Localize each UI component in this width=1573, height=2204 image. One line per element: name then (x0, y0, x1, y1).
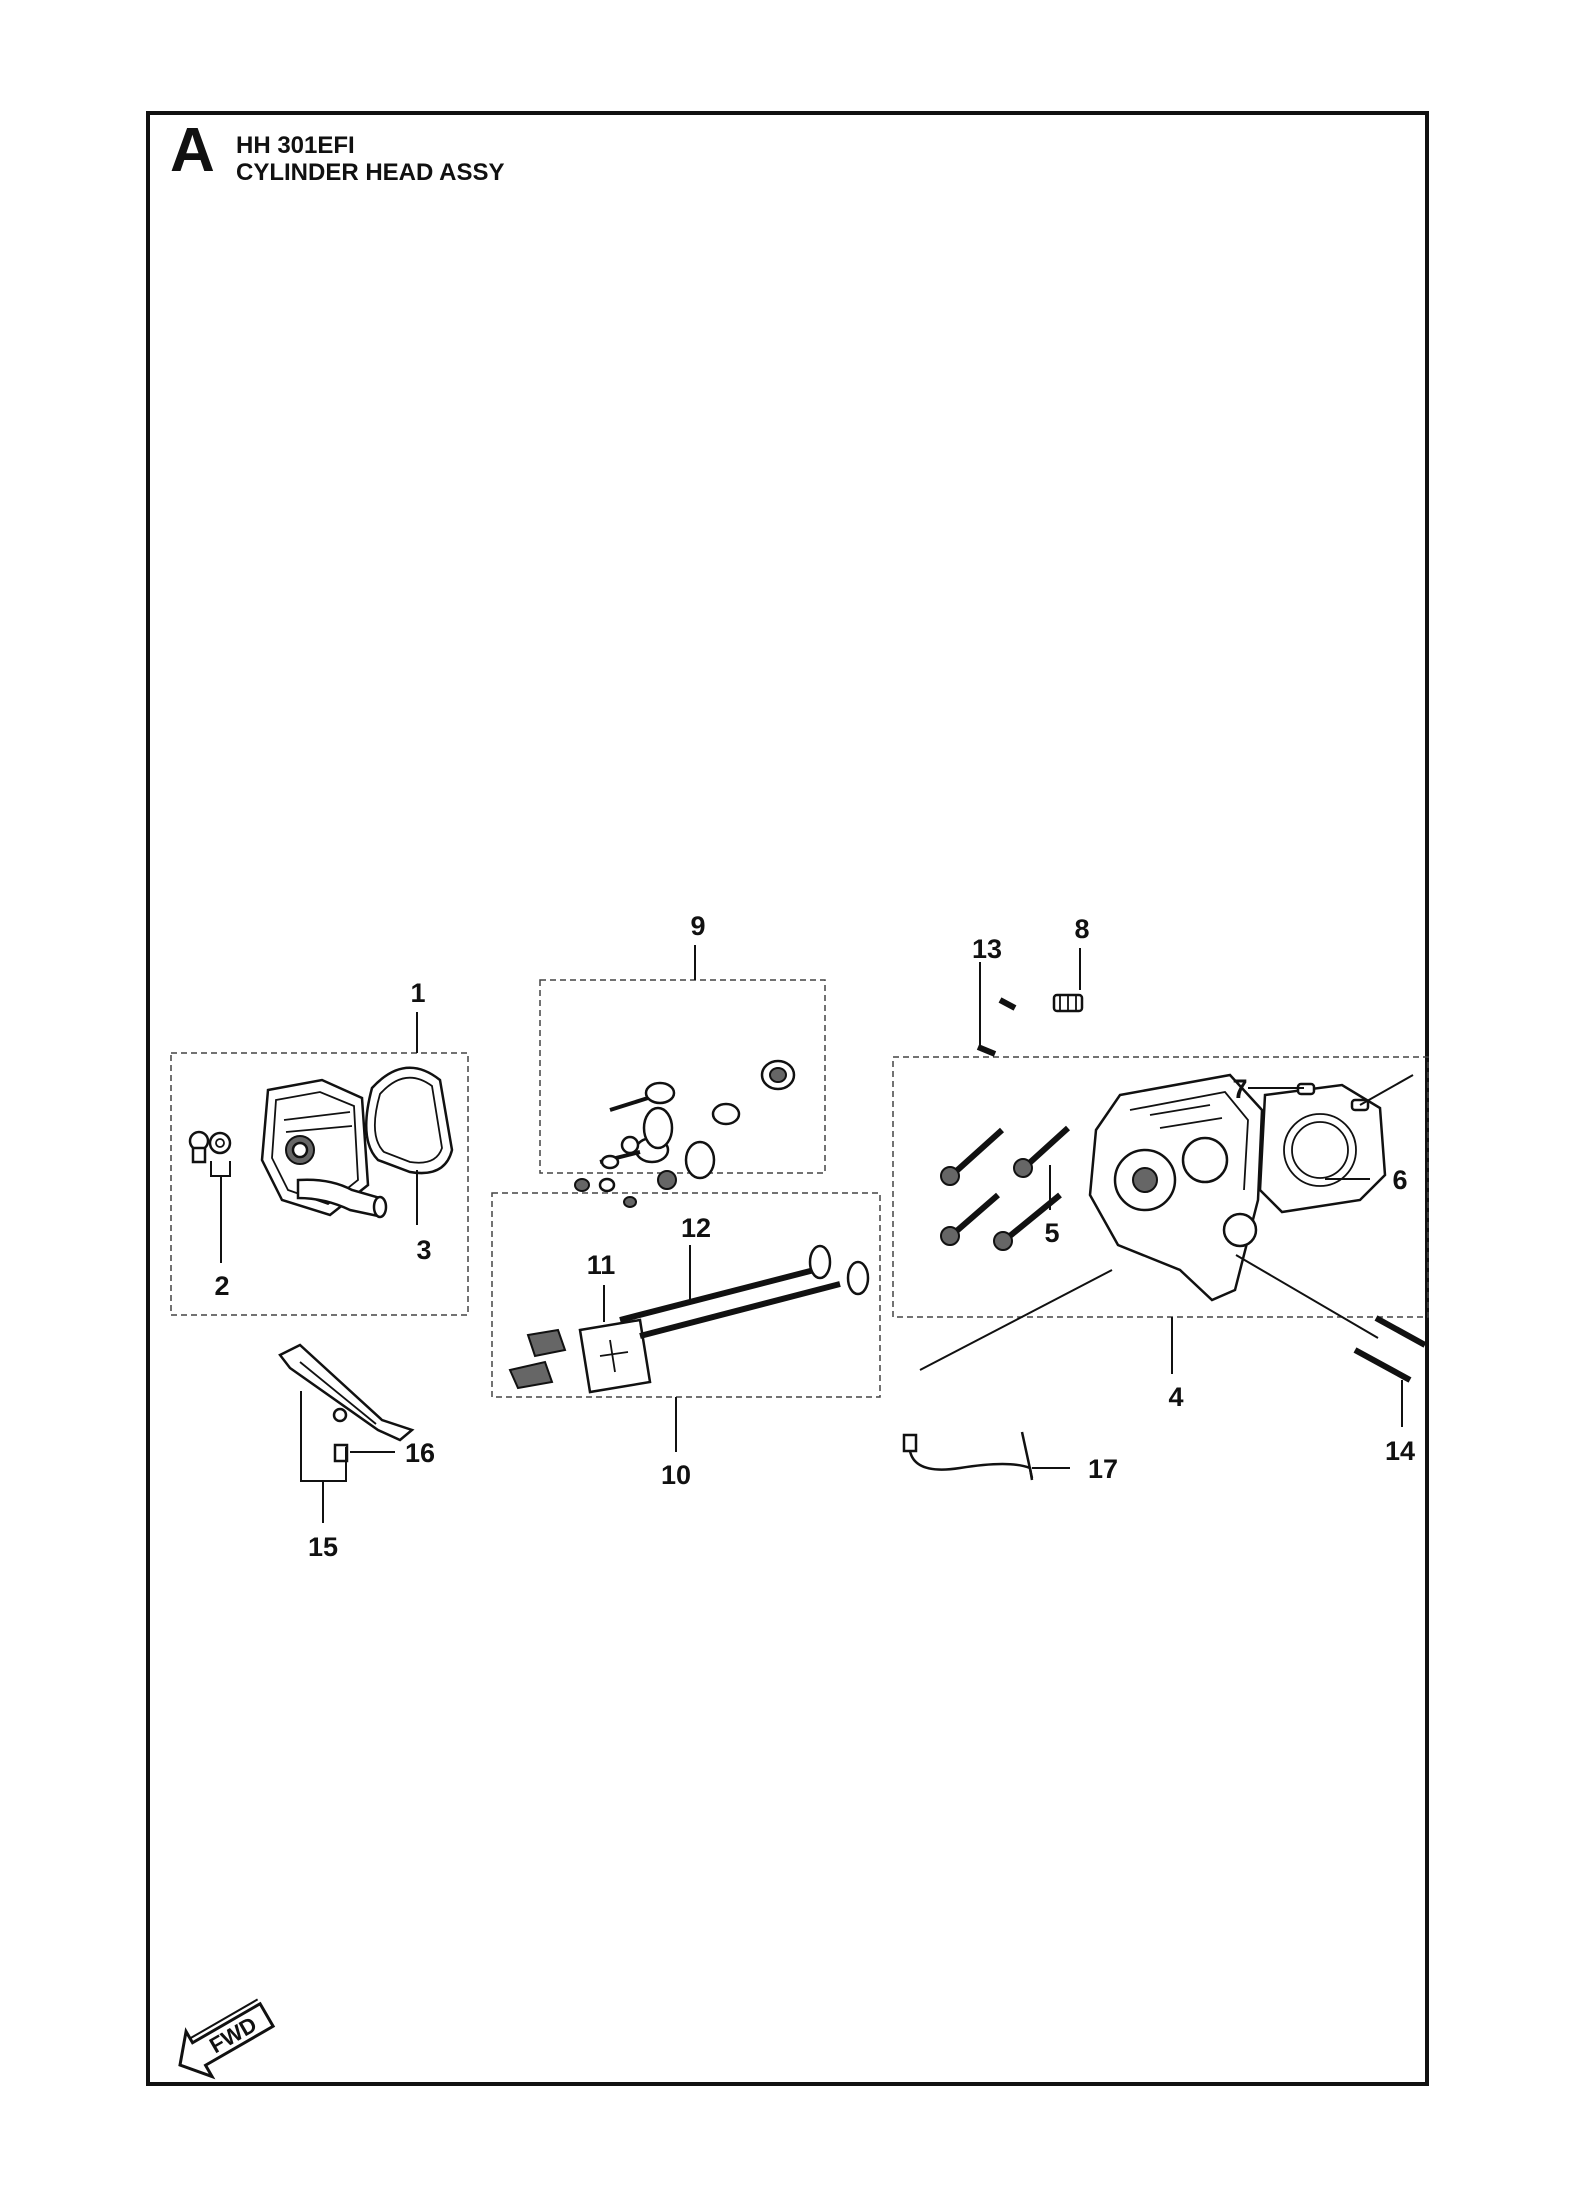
callout-3: 3 (416, 1235, 431, 1265)
pushrod-part (619, 1244, 870, 1339)
callout-17: 17 (1088, 1454, 1118, 1484)
pushrod-tube-part (1353, 1315, 1427, 1383)
callout-2: 2 (214, 1271, 229, 1301)
callout-8: 8 (1074, 914, 1089, 944)
callout-12: 12 (681, 1213, 711, 1243)
rocker-arm-part (508, 1328, 567, 1390)
head-bolt-part (940, 1125, 1071, 1251)
leader-lines (210, 945, 1414, 1523)
callout-10: 10 (661, 1460, 691, 1490)
temperature-sensor-wire-part (902, 1431, 1034, 1481)
callout-14: 14 (1385, 1436, 1415, 1466)
callout-7: 7 (1232, 1074, 1247, 1104)
rocker-cover-part (260, 1078, 370, 1217)
group-box-cylinder-head (892, 1056, 1429, 1318)
group-box-valve-set (539, 979, 826, 1174)
callout-4: 4 (1168, 1382, 1183, 1412)
callout-16: 16 (405, 1438, 435, 1468)
cylinder-head-part (1088, 1073, 1264, 1302)
section-letter: A (170, 116, 215, 185)
callout-6: 6 (1392, 1165, 1407, 1195)
assembly-title: CYLINDER HEAD ASSY (236, 159, 505, 186)
stud-bolt-part (976, 997, 1017, 1057)
drawing-frame (146, 111, 1429, 2086)
rocker-cover-gasket-part (365, 1066, 454, 1175)
callout-9: 9 (690, 911, 705, 941)
breather-bolt-washer-part (188, 1130, 232, 1164)
callout-11: 11 (587, 1250, 616, 1280)
valve-set-part (574, 1059, 796, 1208)
callout-13: 13 (972, 934, 1002, 964)
cylinder-head-baffle-part (278, 1343, 415, 1442)
group-box-rocker-pushrod (491, 1192, 881, 1398)
model-name: HH 301EFI (236, 132, 355, 159)
spark-plug-part (1052, 993, 1084, 1013)
callout-5: 5 (1044, 1218, 1059, 1248)
pushrod-guide-plate-part (578, 1318, 652, 1394)
callout-1: 1 (410, 978, 425, 1008)
callout-15: 15 (308, 1532, 338, 1562)
head-gasket-part (1258, 1083, 1387, 1214)
forward-arrow-icon: FWD (178, 1998, 276, 2080)
breather-hose-part (296, 1178, 388, 1219)
